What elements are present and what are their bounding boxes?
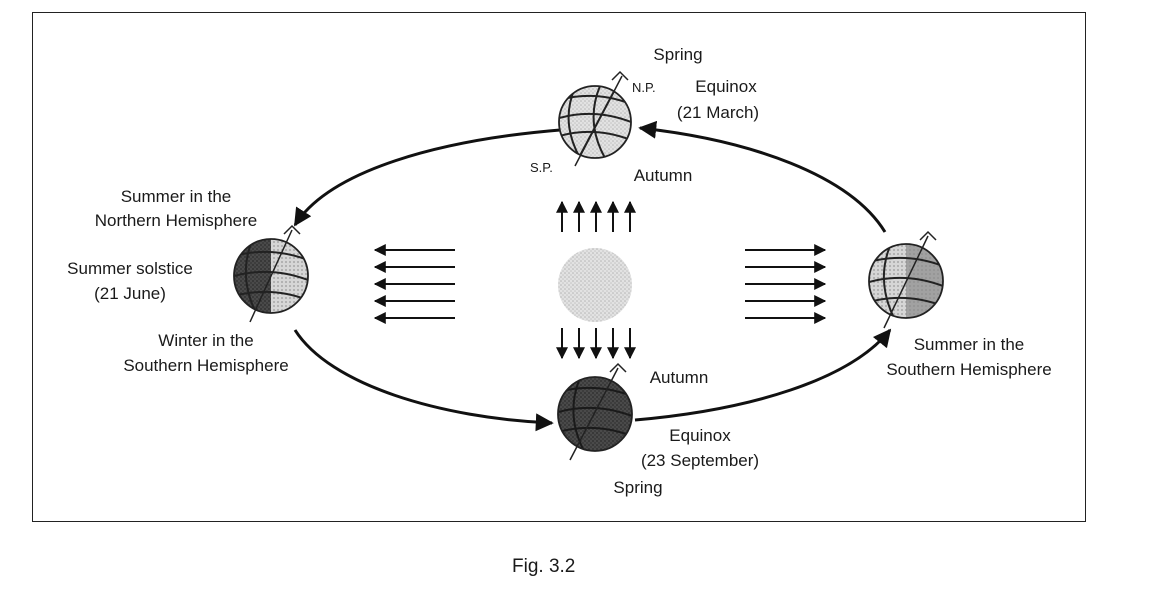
earth-december-solstice: [868, 230, 944, 329]
bottom-event-line1: Equinox: [669, 426, 731, 445]
earth-march-equinox: [558, 70, 632, 167]
orbit-path: [293, 120, 892, 432]
top-event-line2: (21 March): [677, 103, 759, 122]
sun: [558, 248, 632, 322]
sun-rays-left: [373, 244, 455, 324]
south-pole-label: S.P.: [530, 160, 553, 175]
north-pole-label: N.P.: [632, 80, 656, 95]
bottom-event-line2: (23 September): [641, 451, 759, 470]
bottom-season-below: Spring: [613, 478, 662, 497]
earth-june-solstice: [233, 224, 309, 323]
left-north-line1: Summer in the: [121, 187, 232, 206]
left-event-line1: Summer solstice: [67, 259, 193, 278]
figure-frame: [32, 12, 1086, 522]
bottom-season-above: Autumn: [650, 368, 709, 387]
right-south-line2: Southern Hemisphere: [886, 360, 1051, 379]
right-south-line1: Summer in the: [914, 335, 1025, 354]
left-event-line2: (21 June): [94, 284, 166, 303]
earth-september-equinox: [557, 362, 633, 461]
sun-rays-down: [556, 328, 636, 360]
left-north-line2: Northern Hemisphere: [95, 211, 258, 230]
left-south-line1: Winter in the: [158, 331, 253, 350]
sun-rays-up: [556, 200, 636, 232]
top-season-above: Spring: [653, 45, 702, 64]
left-south-line2: Southern Hemisphere: [123, 356, 288, 375]
top-season-below: Autumn: [634, 166, 693, 185]
sun-rays-right: [745, 244, 827, 324]
figure-caption: Fig. 3.2: [512, 556, 576, 577]
top-event-line1: Equinox: [695, 77, 757, 96]
